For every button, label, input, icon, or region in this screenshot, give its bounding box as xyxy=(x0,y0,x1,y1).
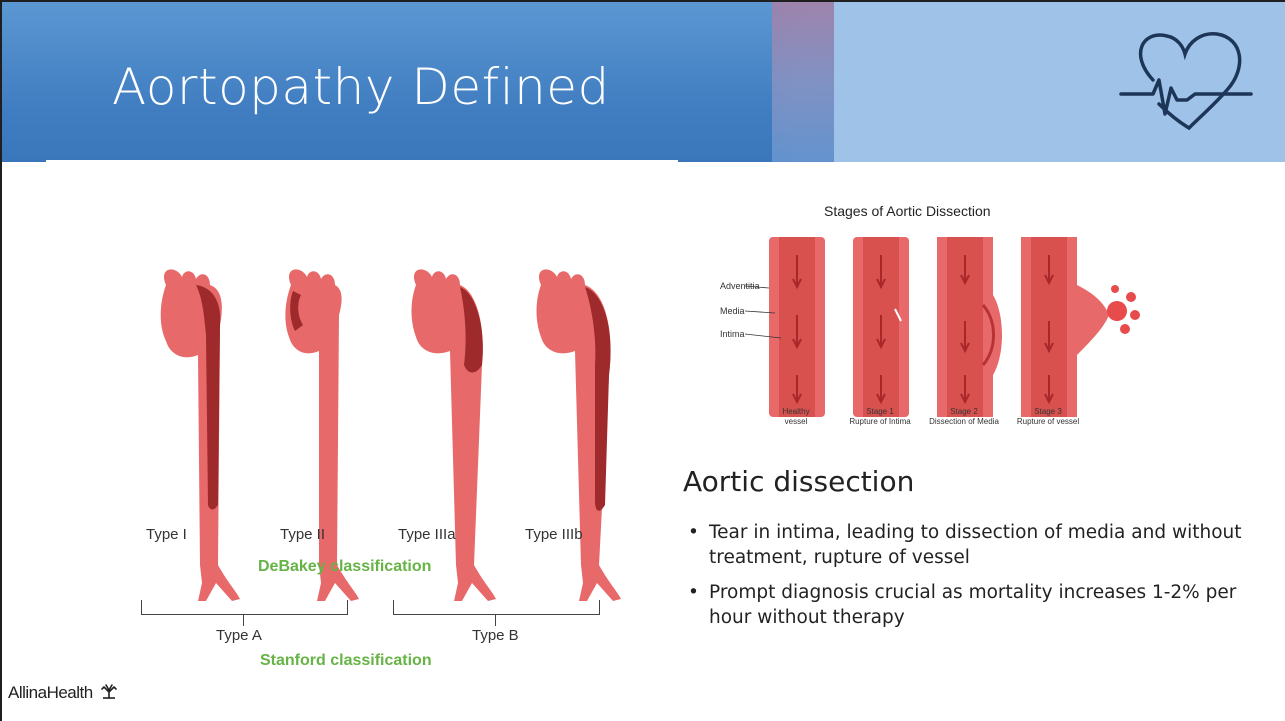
vessel-stage-3 xyxy=(1021,237,1140,417)
bullet-item: • Prompt diagnosis crucial as mortality … xyxy=(688,580,1248,630)
bullet-text: Tear in intima, leading to dissection of… xyxy=(709,522,1242,568)
stanford-classification-label: Stanford classification xyxy=(260,652,432,670)
type-b-bracket-tick xyxy=(495,614,496,626)
stage-label-stage-2-line2: Dissection of Media xyxy=(919,417,1009,427)
header-accent-stripe xyxy=(772,2,834,162)
stage-label-stage-3-line1: Stage 3 xyxy=(1003,407,1093,417)
heartbeat-heart-icon xyxy=(1115,24,1255,144)
bullet-dot-icon: • xyxy=(688,520,699,545)
vessel-healthy xyxy=(769,237,825,417)
stage-label-stage-3-line2: Rupture of vessel xyxy=(1003,417,1093,427)
logo-text: AllinaHealth xyxy=(8,683,93,702)
vessel-stage-1 xyxy=(853,237,909,417)
type-iiib-label: Type IIIb xyxy=(525,526,583,543)
aorta-type-iiia xyxy=(412,269,497,601)
dissection-stages-figure xyxy=(705,225,1145,435)
bullet-dot-icon: • xyxy=(688,580,699,605)
stage-label-healthy-line1: Healthy xyxy=(751,407,841,417)
aorta-type-ii xyxy=(285,269,359,601)
type-iiia-label: Type IIIa xyxy=(398,526,456,543)
type-a-label: Type A xyxy=(216,627,262,644)
type-b-bracket xyxy=(393,600,600,615)
stage-label-stage-2-line1: Stage 2 xyxy=(919,407,1009,417)
stage-label-healthy: Healthy vessel xyxy=(751,407,841,427)
section-heading: Aortic dissection xyxy=(683,465,914,498)
stage-label-stage-1-line1: Stage 1 xyxy=(835,407,925,417)
vessel-stage-2 xyxy=(937,237,1002,417)
type-i-label: Type I xyxy=(146,526,187,543)
debakey-classification-label: DeBakey classification xyxy=(258,558,431,576)
aorta-type-iiib xyxy=(537,269,622,601)
type-ii-label: Type II xyxy=(280,526,325,543)
slide-border-left xyxy=(0,0,2,721)
type-b-label: Type B xyxy=(472,627,519,644)
slide-border-top xyxy=(0,0,1285,2)
tree-leaf-logo-icon xyxy=(100,683,118,699)
stage-label-stage-1: Stage 1 Rupture of Intima xyxy=(835,407,925,427)
stages-figure-title: Stages of Aortic Dissection xyxy=(824,203,991,219)
bullet-item: • Tear in intima, leading to dissection … xyxy=(688,520,1248,570)
layer-label-intima: Intima xyxy=(720,329,745,339)
allina-health-logo: AllinaHealth xyxy=(8,683,118,703)
stage-label-stage-1-line2: Rupture of Intima xyxy=(835,417,925,427)
type-a-bracket xyxy=(141,600,348,615)
type-a-bracket-tick xyxy=(243,614,244,626)
layer-label-adventitia: Adventitia xyxy=(720,281,760,291)
layer-label-media: Media xyxy=(720,306,745,316)
bullet-list: • Tear in intima, leading to dissection … xyxy=(688,520,1248,640)
stage-label-stage-3: Stage 3 Rupture of vessel xyxy=(1003,407,1093,427)
aorta-type-i xyxy=(161,269,240,601)
slide-title: Aortopathy Defined xyxy=(112,58,610,116)
bullet-text: Prompt diagnosis crucial as mortality in… xyxy=(709,582,1236,628)
stage-label-stage-2: Stage 2 Dissection of Media xyxy=(919,407,1009,427)
title-underline xyxy=(46,160,678,162)
stage-label-healthy-line2: vessel xyxy=(751,417,841,427)
